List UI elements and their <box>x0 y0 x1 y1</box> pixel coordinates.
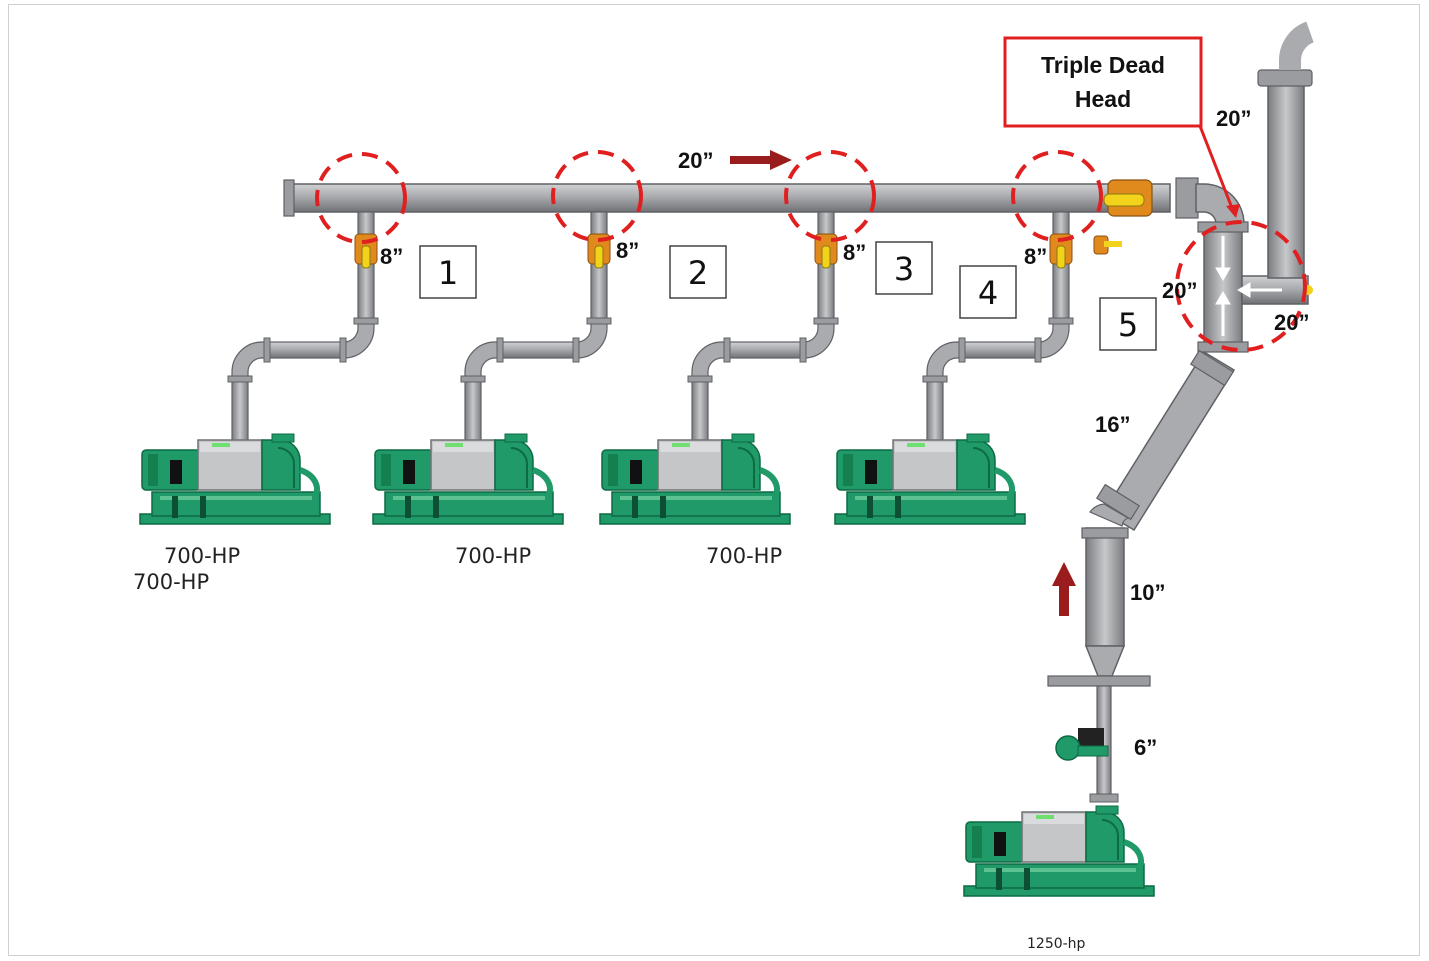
branch-pipe-1 <box>228 212 378 474</box>
size-label-header: 20” <box>678 148 713 173</box>
pump-rating-1b: 700-HP <box>133 570 209 594</box>
size-label-branch-4: 8” <box>1024 244 1047 269</box>
pump-3 <box>600 434 790 524</box>
right-riser <box>1268 84 1304 278</box>
header-flange <box>1176 178 1198 218</box>
pump-rating-2: 700-HP <box>455 544 531 568</box>
header-flow-arrow <box>730 150 792 170</box>
pump-number-4-text: 4 <box>978 274 998 312</box>
pump-number-4: 4 <box>960 266 1016 318</box>
pump-rating-1a: 700-HP <box>164 544 240 568</box>
header-valve-handle <box>1104 194 1144 206</box>
pump-number-1: 1 <box>420 246 476 298</box>
size-label-branch-1: 8” <box>380 244 403 269</box>
header-pipe <box>290 184 1170 212</box>
size-label-branch-2: 8” <box>616 238 639 263</box>
size-label-riser: 20” <box>1216 106 1251 131</box>
drain-valve-handle <box>1104 241 1122 247</box>
pump-rating-3: 700-HP <box>706 544 782 568</box>
pump-number-3: 3 <box>876 242 932 294</box>
pump-number-2-text: 2 <box>688 254 708 292</box>
size-label-tee-right: 20” <box>1274 310 1309 335</box>
header-end-cap <box>284 180 294 216</box>
support-plate <box>1048 676 1150 686</box>
branch-pipe-2 <box>461 212 611 474</box>
reducer <box>1086 646 1124 676</box>
pump-number-3-text: 3 <box>894 250 914 288</box>
riser-flange <box>1258 70 1312 86</box>
riser-elbow <box>1290 32 1310 70</box>
pump-number-5: 5 <box>1100 298 1156 350</box>
pump-number-1-text: 1 <box>438 254 458 292</box>
size-label-branch-3: 8” <box>843 240 866 265</box>
size-label-discharge: 6” <box>1134 735 1157 760</box>
callout-line-1: Triple Dead <box>1041 52 1165 78</box>
size-label-tee-left: 20” <box>1162 278 1197 303</box>
vertical-flange <box>1082 528 1128 538</box>
discharge-valve-body <box>1078 746 1108 756</box>
pump-rating-5: 1250-hp <box>1027 936 1086 952</box>
riser-flow-arrow <box>1052 562 1076 616</box>
discharge-flange <box>1090 794 1118 802</box>
pump-number-2: 2 <box>670 246 726 298</box>
pump-5 <box>964 806 1154 896</box>
discharge-valve-handwheel <box>1056 736 1080 760</box>
size-label-elbow: 16” <box>1095 412 1130 437</box>
vertical-pipe-10 <box>1086 528 1124 646</box>
pump-2 <box>373 434 563 524</box>
pump-1 <box>140 434 330 524</box>
pump-number-5-text: 5 <box>1118 306 1138 344</box>
branch-pipe-4 <box>923 212 1073 474</box>
callout-line-2: Head <box>1075 86 1131 112</box>
size-label-reducer: 10” <box>1130 580 1165 605</box>
pump-4 <box>835 434 1025 524</box>
